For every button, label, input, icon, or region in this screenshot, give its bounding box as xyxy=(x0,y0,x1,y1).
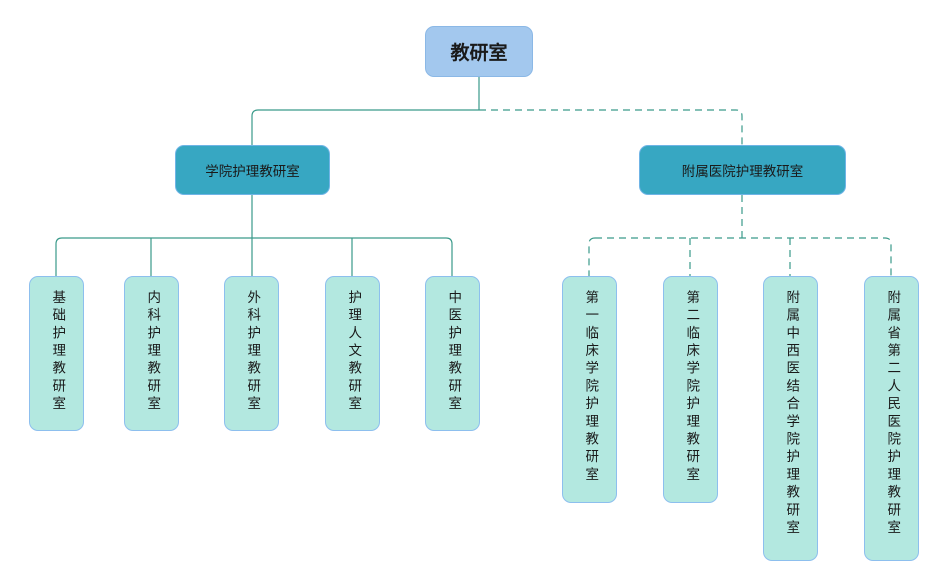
leaf-node-label: 内科护理教研室 xyxy=(144,290,161,414)
leaf-node: 基础护理教研室 xyxy=(29,276,84,431)
branch-node-label: 学院护理教研室 xyxy=(205,164,300,180)
branch-node-hospital: 附属医院护理教研室 xyxy=(639,145,846,195)
leaf-node-label: 附属中西医结合学院护理教研室 xyxy=(783,290,800,538)
branch-node-college: 学院护理教研室 xyxy=(175,145,330,195)
root-node-label: 教研室 xyxy=(450,42,508,64)
leaf-node: 第一临床学院护理教研室 xyxy=(562,276,617,503)
leaf-node-label: 护理人文教研室 xyxy=(345,290,362,414)
connector-root-right xyxy=(479,109,743,145)
leaf-node: 护理人文教研室 xyxy=(325,276,380,431)
leaf-node: 中医护理教研室 xyxy=(425,276,480,431)
leaf-node: 附属省第二人民医院护理教研室 xyxy=(864,276,919,561)
root-node: 教研室 xyxy=(425,26,533,77)
connector-root-left xyxy=(251,109,479,145)
leaf-node: 第二临床学院护理教研室 xyxy=(663,276,718,503)
leaf-node-label: 外科护理教研室 xyxy=(244,290,261,414)
leaf-node-label: 中医护理教研室 xyxy=(445,290,462,414)
branch-node-label: 附属医院护理教研室 xyxy=(681,164,804,180)
leaf-node-label: 基础护理教研室 xyxy=(49,290,66,414)
leaf-node-label: 第一临床学院护理教研室 xyxy=(582,290,599,485)
leaf-node: 附属中西医结合学院护理教研室 xyxy=(763,276,818,561)
leaf-node-label: 第二临床学院护理教研室 xyxy=(683,290,700,485)
connector-left-bus xyxy=(55,237,453,276)
leaf-node: 内科护理教研室 xyxy=(124,276,179,431)
leaf-node: 外科护理教研室 xyxy=(224,276,279,431)
connector-right-bus xyxy=(588,237,892,276)
leaf-node-label: 附属省第二人民医院护理教研室 xyxy=(884,290,901,538)
